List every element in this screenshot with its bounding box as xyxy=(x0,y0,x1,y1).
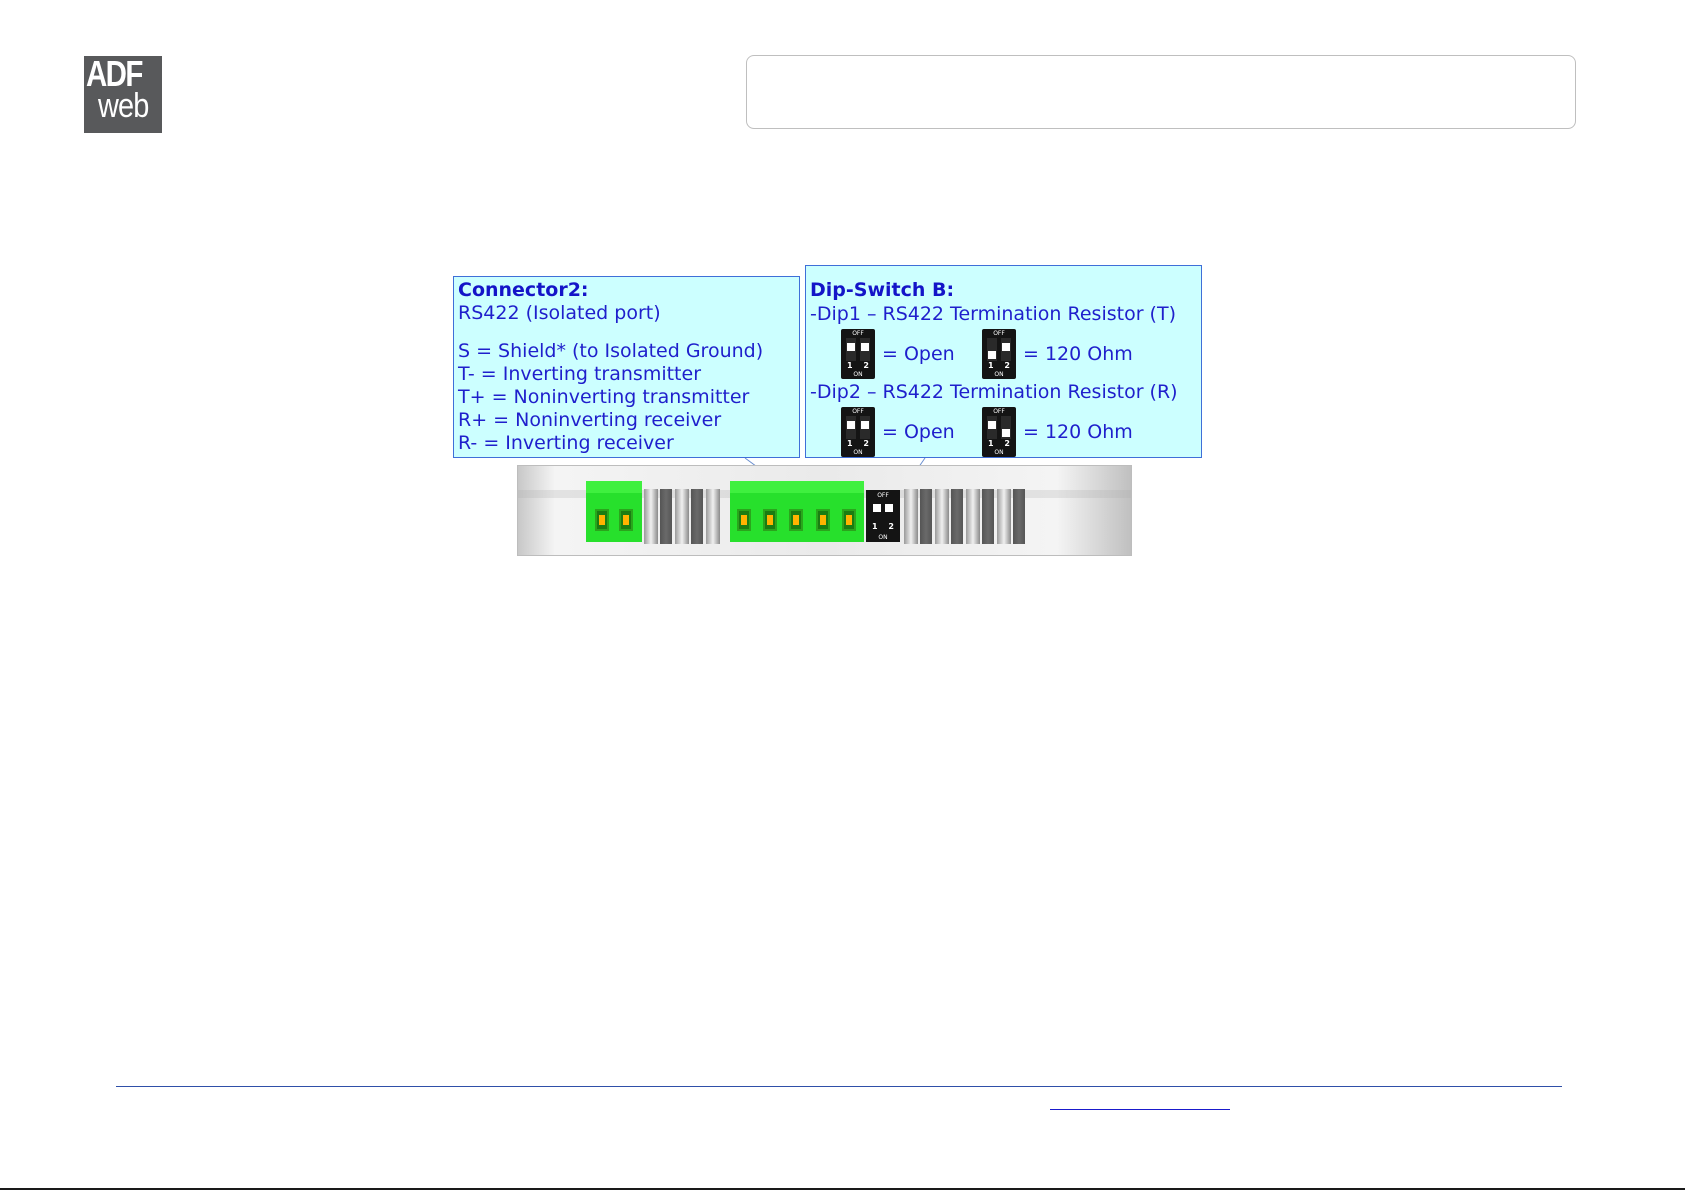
heatsink-fin xyxy=(706,489,720,544)
heatsink-fin xyxy=(997,489,1011,544)
heatsink-fin xyxy=(691,489,703,544)
heatsink-fin xyxy=(966,489,980,544)
dip-switch-b-title: Dip-Switch B: xyxy=(810,279,955,301)
connector2-subtitle: RS422 (Isolated port) xyxy=(458,302,661,324)
dip1-open-switch-icon: OFF 1 2 ON xyxy=(841,329,875,379)
dip2-120ohm-switch-icon: OFF 1 2 ON xyxy=(982,407,1016,457)
header-box xyxy=(746,55,1576,129)
connector2-terminal-block xyxy=(730,481,864,542)
footer-link-underline[interactable] xyxy=(1050,1109,1230,1110)
heatsink-fin xyxy=(1013,489,1025,544)
connector2-line-r-minus: R- = Inverting receiver xyxy=(458,432,674,454)
logo-text-adf: ADF xyxy=(86,56,143,94)
connector2-line-t-plus: T+ = Noninverting transmitter xyxy=(458,386,750,408)
footer-rule xyxy=(116,1086,1562,1087)
connector1-terminal-block xyxy=(586,481,642,542)
terminal-screw-icon xyxy=(789,509,803,531)
device-dip-switch-b: OFF 1 2 ON xyxy=(866,490,900,542)
page-bottom-edge xyxy=(0,1188,1685,1190)
heatsink-fin xyxy=(951,489,963,544)
dip2-open-text: = Open xyxy=(882,421,955,443)
connector2-line-t-minus: T- = Inverting transmitter xyxy=(458,363,702,385)
dip1-switch-row: OFF 1 2 ON = Open OFF 1 2 ON = 120 Ohm xyxy=(810,327,1197,380)
dip2-label: -Dip2 – RS422 Termination Resistor (R) xyxy=(810,381,1178,403)
heatsink-fin xyxy=(904,489,918,544)
logo-text-web: web xyxy=(98,87,149,125)
dip1-open-text: = Open xyxy=(882,343,955,365)
connector2-title: Connector2: xyxy=(458,279,589,301)
connector2-line-r-plus: R+ = Noninverting receiver xyxy=(458,409,722,431)
terminal-screw-icon xyxy=(763,509,777,531)
dip-switch-b-callout: Dip-Switch B: -Dip1 – RS422 Termination … xyxy=(805,265,1202,458)
terminal-screw-icon xyxy=(842,509,856,531)
dip1-120ohm-switch-icon: OFF 1 2 ON xyxy=(982,329,1016,379)
dip2-120ohm-text: = 120 Ohm xyxy=(1023,421,1133,443)
terminal-screw-icon xyxy=(595,509,609,531)
heatsink-fin xyxy=(935,489,949,544)
dip2-open-switch-icon: OFF 1 2 ON xyxy=(841,407,875,457)
dip1-120ohm-text: = 120 Ohm xyxy=(1023,343,1133,365)
adfweb-logo: ADF web xyxy=(84,56,162,133)
terminal-screw-icon xyxy=(619,509,633,531)
heatsink-fin xyxy=(644,489,658,544)
terminal-screw-icon xyxy=(737,509,751,531)
connector2-callout: Connector2: RS422 (Isolated port) S = Sh… xyxy=(453,276,800,458)
heatsink-fin xyxy=(920,489,932,544)
heatsink-fin xyxy=(660,489,672,544)
device-top-view: OFF 1 2 ON xyxy=(517,465,1132,556)
terminal-screw-icon xyxy=(816,509,830,531)
dip1-label: -Dip1 – RS422 Termination Resistor (T) xyxy=(810,303,1176,325)
heatsink-fin xyxy=(675,489,689,544)
dip2-switch-row: OFF 1 2 ON = Open OFF 1 2 ON = 120 Ohm xyxy=(810,405,1197,458)
connector2-line-shield: S = Shield* (to Isolated Ground) xyxy=(458,340,764,362)
heatsink-fin xyxy=(982,489,994,544)
